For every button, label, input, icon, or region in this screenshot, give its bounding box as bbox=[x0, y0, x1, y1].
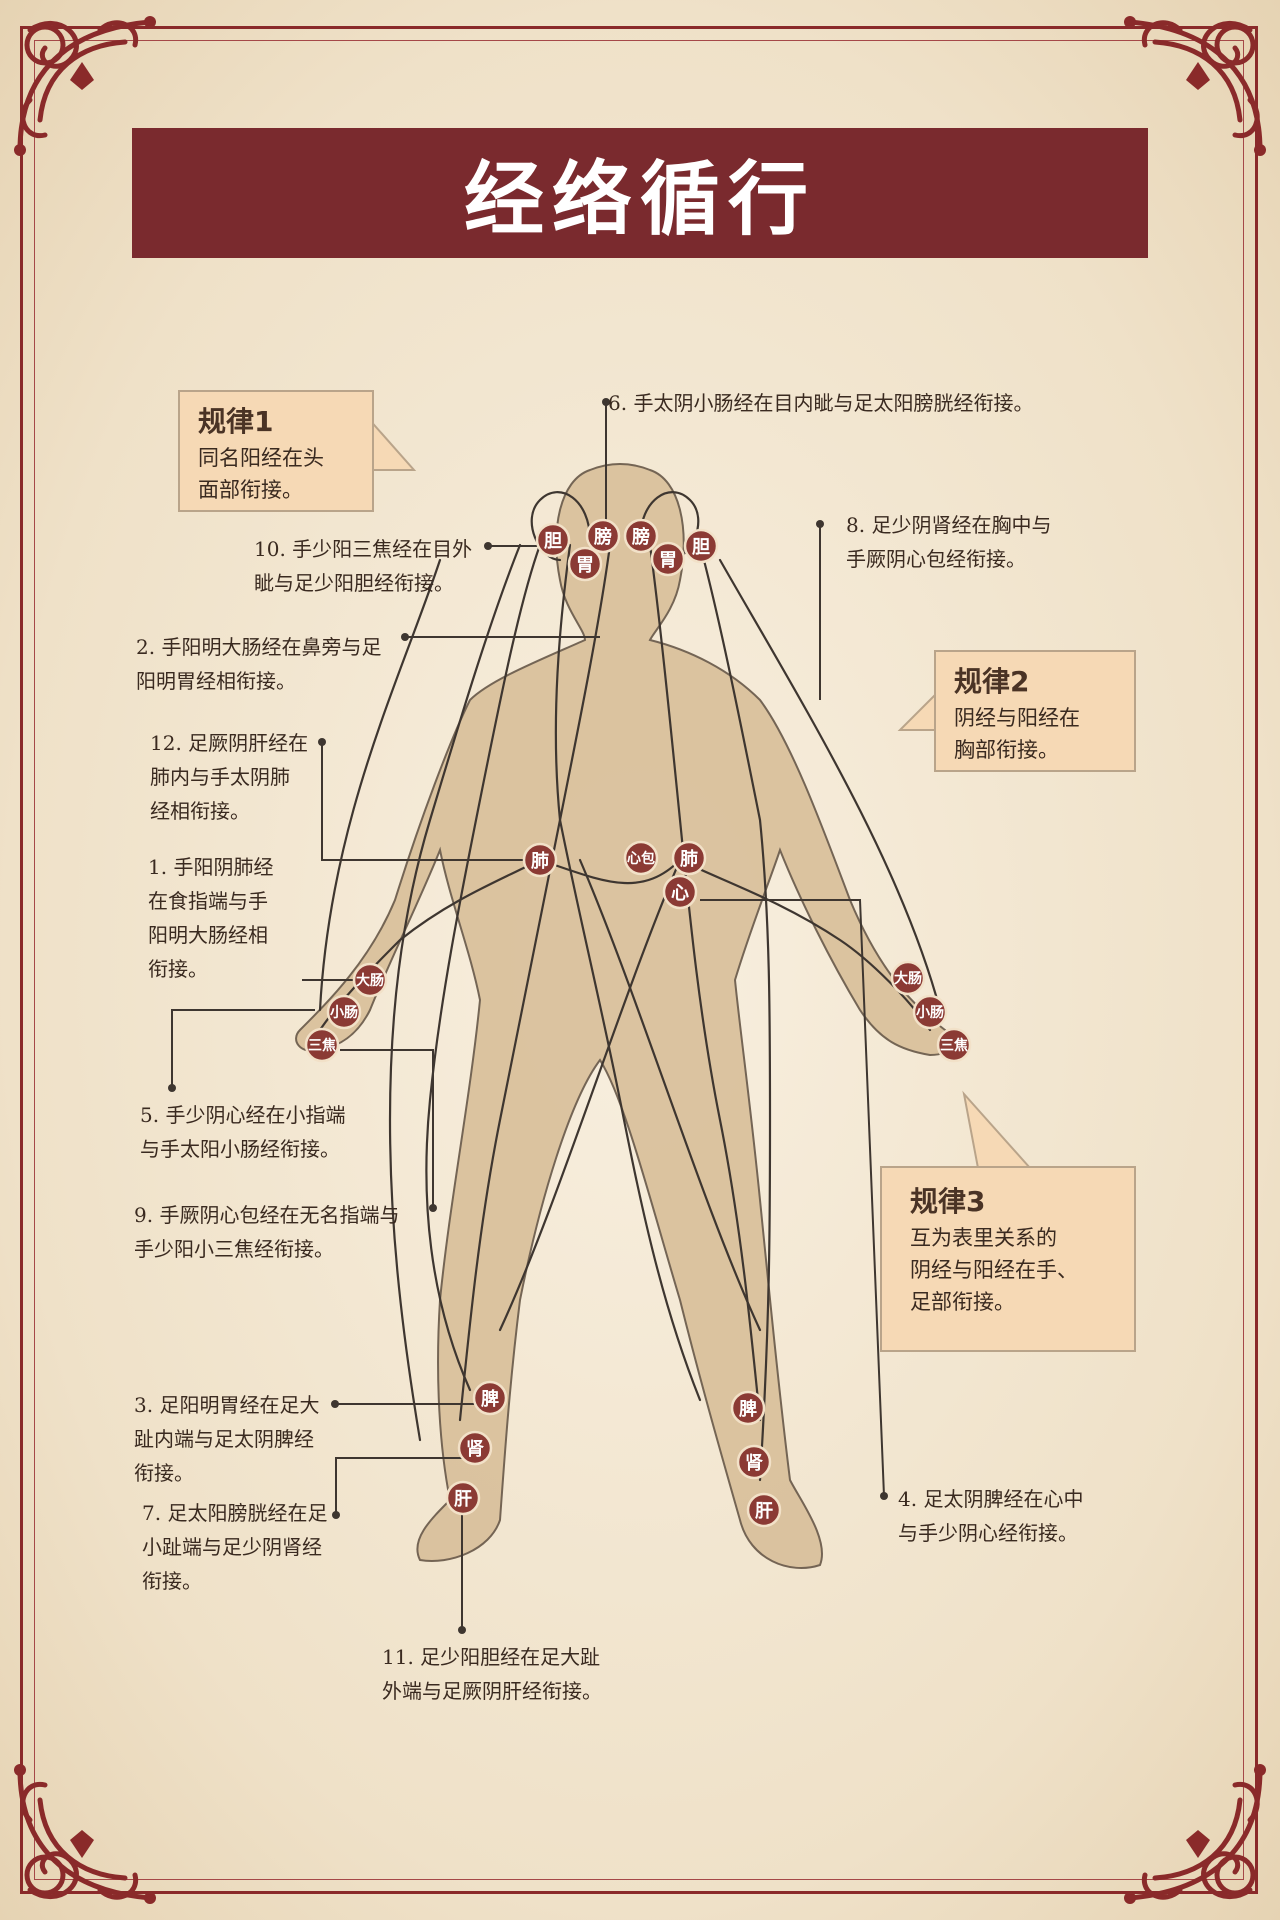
svg-text:肾: 肾 bbox=[466, 1439, 484, 1460]
svg-text:脾: 脾 bbox=[481, 1388, 499, 1410]
organ-marker: 肾 bbox=[457, 1430, 493, 1466]
rule-2-title: 规律2 bbox=[954, 665, 1030, 698]
svg-text:肺: 肺 bbox=[680, 849, 698, 870]
leader-dots bbox=[168, 398, 888, 1634]
svg-text:胃: 胃 bbox=[576, 555, 594, 576]
rule-3-box: 规律3 互为表里关系的 阴经与阳经在手、 足部衔接。 bbox=[880, 1166, 1136, 1352]
page-title: 经络循行 bbox=[464, 153, 816, 246]
rule-1-title: 规律1 bbox=[198, 405, 274, 438]
rule-3-line: 足部衔接。 bbox=[910, 1290, 1015, 1314]
note-4: 4. 足太阴脾经在心中 与手少阴心经衔接。 bbox=[898, 1487, 1084, 1545]
organ-marker: 大肠 bbox=[352, 962, 388, 998]
svg-text:肺: 肺 bbox=[531, 851, 549, 872]
svg-text:胃: 胃 bbox=[659, 550, 677, 571]
corner-ornament-icon bbox=[1124, 1764, 1266, 1904]
note-7: 7. 足太阳膀胱经在足 小趾端与足少阴肾经 衔接。 bbox=[142, 1501, 328, 1593]
rule-2-line: 胸部衔接。 bbox=[954, 738, 1059, 762]
svg-text:肝: 肝 bbox=[755, 1501, 773, 1522]
organ-marker: 心 bbox=[662, 874, 698, 910]
svg-text:膀: 膀 bbox=[631, 526, 650, 548]
title-bar: 经络循行 bbox=[132, 128, 1148, 258]
rule-1-line: 同名阳经在头 bbox=[198, 446, 324, 470]
svg-text:肾: 肾 bbox=[745, 1453, 763, 1474]
organ-marker: 三焦 bbox=[936, 1027, 972, 1063]
organ-marker: 胃 bbox=[567, 546, 603, 582]
rule-3-title: 规律3 bbox=[910, 1185, 986, 1218]
svg-text:膀: 膀 bbox=[593, 526, 612, 548]
note-11: 11. 足少阳胆经在足大趾 外端与足厥阴肝经衔接。 bbox=[382, 1645, 602, 1703]
organ-marker: 肝 bbox=[445, 1480, 481, 1516]
svg-text:小肠: 小肠 bbox=[330, 1005, 358, 1021]
note-2: 2. 手阳明大肠经在鼻旁与足 阳明胃经相衔接。 bbox=[136, 635, 382, 693]
organ-marker: 肺 bbox=[671, 840, 707, 876]
organ-marker: 大肠 bbox=[890, 960, 926, 996]
rule-1-line: 面部衔接。 bbox=[198, 478, 303, 502]
leader-lines bbox=[171, 402, 885, 1630]
svg-text:心: 心 bbox=[671, 883, 689, 904]
rule-2-line: 阴经与阳经在 bbox=[954, 706, 1080, 730]
organ-marker: 肝 bbox=[746, 1492, 782, 1528]
organ-marker: 三焦 bbox=[304, 1027, 340, 1063]
organ-marker: 心包 bbox=[623, 840, 659, 876]
organ-marker: 胃 bbox=[650, 541, 686, 577]
organ-marker: 小肠 bbox=[912, 994, 948, 1030]
organ-markers: 胆 膀 膀 胆 胃 胃 肺 心包 肺 心 大肠 小肠 三焦 大肠 小肠 三焦 脾… bbox=[304, 518, 972, 1528]
note-6: 6. 手太阴小肠经在目内眦与足太阳膀胱经衔接。 bbox=[608, 391, 1034, 415]
note-12: 12. 足厥阴肝经在 肺内与手太阴肺 经相衔接。 bbox=[150, 731, 309, 823]
note-8: 8. 足少阴肾经在胸中与 手厥阴心包经衔接。 bbox=[846, 513, 1052, 571]
organ-marker: 小肠 bbox=[326, 994, 362, 1030]
corner-ornament-icon bbox=[14, 16, 156, 156]
svg-text:三焦: 三焦 bbox=[308, 1037, 336, 1054]
organ-marker: 胆 bbox=[535, 522, 571, 558]
svg-text:胆: 胆 bbox=[543, 531, 562, 552]
rule-3-line: 阴经与阳经在手、 bbox=[910, 1258, 1078, 1282]
corner-ornament-icon bbox=[1124, 16, 1266, 156]
svg-text:小肠: 小肠 bbox=[916, 1005, 944, 1021]
organ-marker: 胆 bbox=[683, 528, 719, 564]
svg-text:肝: 肝 bbox=[454, 1489, 472, 1510]
corner-ornament-icon bbox=[14, 1764, 156, 1904]
outer-frame bbox=[20, 26, 1258, 1894]
organ-marker: 膀 bbox=[585, 518, 621, 554]
svg-text:胆: 胆 bbox=[691, 537, 710, 558]
inner-frame bbox=[34, 40, 1244, 1880]
organ-marker: 脾 bbox=[472, 1380, 508, 1416]
rule-3-line: 互为表里关系的 bbox=[910, 1226, 1057, 1250]
svg-text:脾: 脾 bbox=[739, 1398, 757, 1420]
note-10: 10. 手少阳三焦经在目外 眦与足少阳胆经衔接。 bbox=[254, 537, 473, 595]
organ-marker: 脾 bbox=[730, 1390, 766, 1426]
svg-text:大肠: 大肠 bbox=[356, 972, 384, 989]
svg-text:三焦: 三焦 bbox=[940, 1037, 968, 1054]
organ-marker: 肾 bbox=[736, 1444, 772, 1480]
note-9: 9. 手厥阴心包经在无名指端与 手少阳小三焦经衔接。 bbox=[134, 1203, 400, 1261]
organ-marker: 肺 bbox=[522, 842, 558, 878]
rule-2-box: 规律2 阴经与阳经在 胸部衔接。 bbox=[934, 650, 1136, 772]
svg-text:大肠: 大肠 bbox=[894, 970, 922, 987]
svg-text:心包: 心包 bbox=[627, 850, 655, 867]
note-1: 1. 手阳阴肺经 在食指端与手 阳明大肠经相 衔接。 bbox=[148, 855, 274, 981]
organ-marker: 膀 bbox=[623, 518, 659, 554]
note-3: 3. 足阳明胃经在足大 趾内端与足太阴脾经 衔接。 bbox=[134, 1393, 320, 1485]
note-5: 5. 手少阴心经在小指端 与手太阳小肠经衔接。 bbox=[140, 1103, 346, 1161]
rule-1-box: 规律1 同名阳经在头 面部衔接。 bbox=[178, 390, 374, 512]
